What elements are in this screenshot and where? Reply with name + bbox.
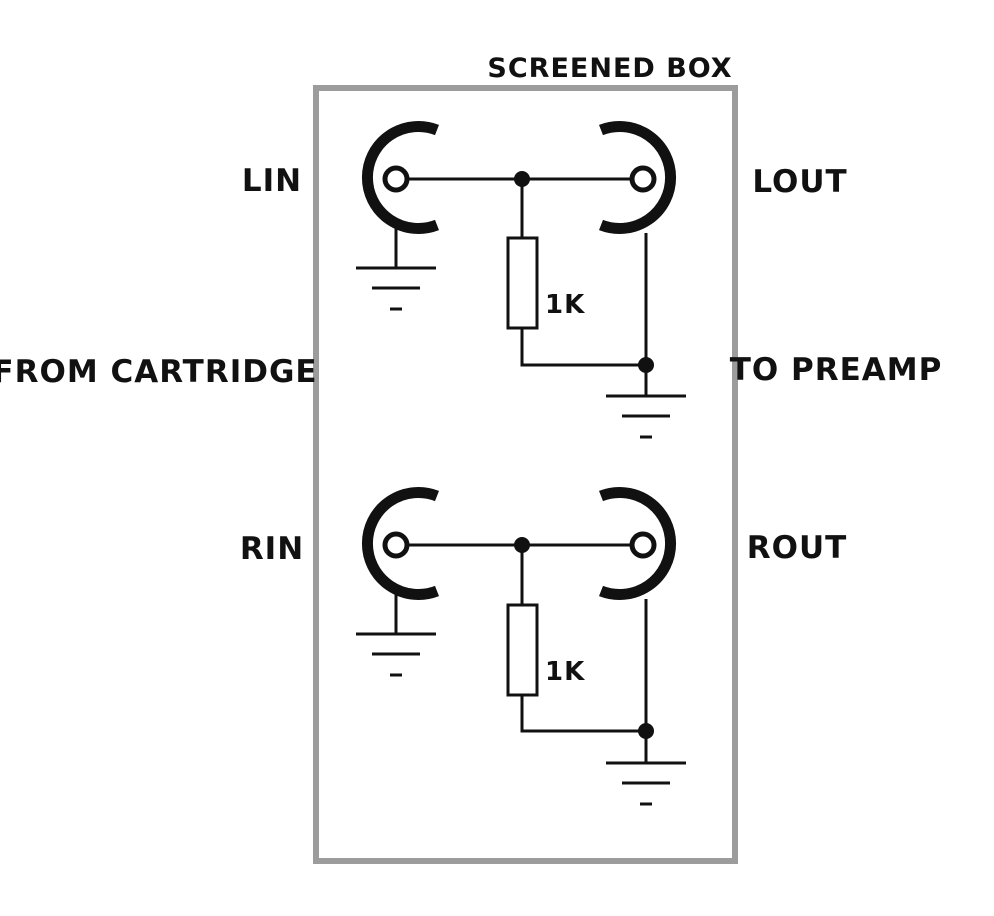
screened-box-label: SCREENED BOX (487, 53, 732, 84)
left-input-label: LIN (242, 163, 302, 199)
right-input-jack-pin (382, 531, 410, 559)
right-resistor-value: 1K (545, 657, 585, 687)
left-resistor-value: 1K (545, 290, 585, 320)
left-output-jack-pin (629, 165, 657, 193)
to-preamp-label: TO PREAMP (730, 352, 943, 388)
left-input-jack-pin (382, 165, 410, 193)
right-ground-junction (638, 723, 654, 739)
left-resistor-bottom-lead (520, 328, 646, 367)
left-resistor (506, 236, 539, 330)
screened-box-outline (313, 85, 738, 864)
right-input-jack-shield (361, 487, 439, 600)
left-ground-junction (638, 357, 654, 373)
right-input-label: RIN (240, 531, 304, 567)
left-input-jack-shield (361, 121, 439, 234)
left-output-ground-symbol (606, 394, 686, 439)
left-output-jack-shield (599, 121, 677, 234)
channel-left: LIN LOUT 1K (242, 121, 847, 439)
channel-right: RIN ROUT 1K (240, 487, 848, 806)
right-output-ground-symbol (606, 761, 686, 806)
left-output-label: LOUT (752, 164, 847, 200)
right-output-label: ROUT (747, 530, 848, 566)
right-resistor (506, 603, 539, 697)
right-input-ground-symbol (356, 632, 436, 677)
right-resistor-bottom-lead (520, 695, 646, 733)
left-input-ground-symbol (356, 266, 436, 311)
right-output-jack-pin (629, 531, 657, 559)
right-output-jack-shield (599, 487, 677, 600)
from-cartridge-label: FROM CARTRIDGE (0, 354, 318, 390)
